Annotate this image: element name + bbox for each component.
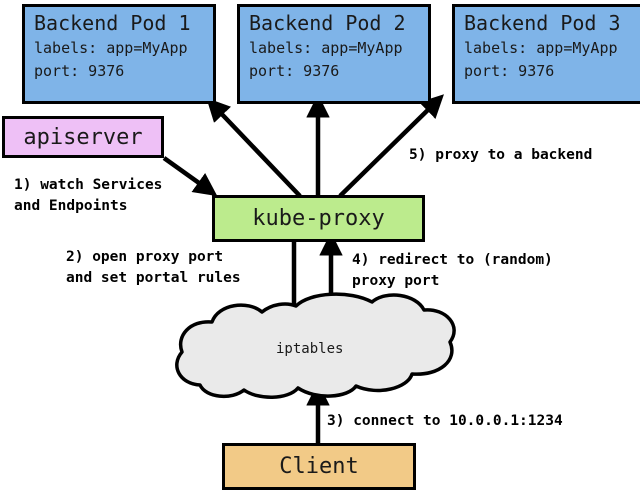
backend-pod-1-title: Backend Pod 1 bbox=[34, 11, 191, 35]
step-1-line-2: and Endpoints bbox=[14, 198, 128, 214]
step-2-annotation: 2) open proxy port and set portal rules bbox=[66, 247, 241, 289]
connector-apiserver-to-kubeproxy bbox=[162, 156, 218, 197]
step-4-line-2: proxy port bbox=[352, 273, 440, 289]
backend-pod-2-title: Backend Pod 2 bbox=[249, 11, 406, 35]
backend-pod-1-labels: labels: app=MyApp bbox=[34, 39, 188, 57]
backend-pod-2-box[interactable]: Backend Pod 2 labels: app=MyApp port: 93… bbox=[237, 4, 431, 104]
step-1-annotation: 1) watch Services and Endpoints bbox=[14, 175, 162, 217]
step-5-line-1: 5) proxy to a backend bbox=[409, 147, 593, 163]
step-1-line-1: 1) watch Services bbox=[14, 177, 163, 193]
backend-pod-3-labels: labels: app=MyApp bbox=[464, 39, 618, 57]
backend-pod-3-box[interactable]: Backend Pod 3 labels: app=MyApp port: 93… bbox=[452, 4, 640, 104]
step-3-annotation: 3) connect to 10.0.0.1:1234 bbox=[327, 411, 563, 432]
step-2-line-1: 2) open proxy port bbox=[66, 249, 224, 265]
kube-proxy-box[interactable]: kube-proxy bbox=[212, 195, 425, 242]
backend-pod-3-port: port: 9376 bbox=[464, 62, 555, 80]
iptables-label: iptables bbox=[276, 341, 344, 357]
backend-pod-2-port: port: 9376 bbox=[249, 62, 340, 80]
step-5-annotation: 5) proxy to a backend bbox=[409, 145, 592, 166]
client-label: Client bbox=[279, 454, 359, 479]
step-4-annotation: 4) redirect to (random) proxy port bbox=[352, 250, 553, 292]
iptables-cloud bbox=[175, 292, 456, 399]
kube-proxy-label: kube-proxy bbox=[252, 206, 385, 231]
connector-kubeproxy-to-pod3 bbox=[338, 94, 444, 198]
step-2-line-2: and set portal rules bbox=[66, 270, 241, 286]
apiserver-label: apiserver bbox=[23, 124, 143, 150]
apiserver-box[interactable]: apiserver bbox=[2, 116, 164, 158]
backend-pod-1-box[interactable]: Backend Pod 1 labels: app=MyApp port: 93… bbox=[22, 4, 216, 104]
step-4-line-1: 4) redirect to (random) bbox=[352, 252, 553, 268]
connector-kubeproxy-to-pod1 bbox=[206, 97, 302, 198]
backend-pod-1-port: port: 9376 bbox=[34, 62, 125, 80]
step-3-line-1: 3) connect to 10.0.0.1:1234 bbox=[327, 413, 563, 429]
client-box[interactable]: Client bbox=[222, 443, 416, 490]
backend-pod-2-labels: labels: app=MyApp bbox=[249, 39, 403, 57]
backend-pod-3-title: Backend Pod 3 bbox=[464, 11, 621, 35]
